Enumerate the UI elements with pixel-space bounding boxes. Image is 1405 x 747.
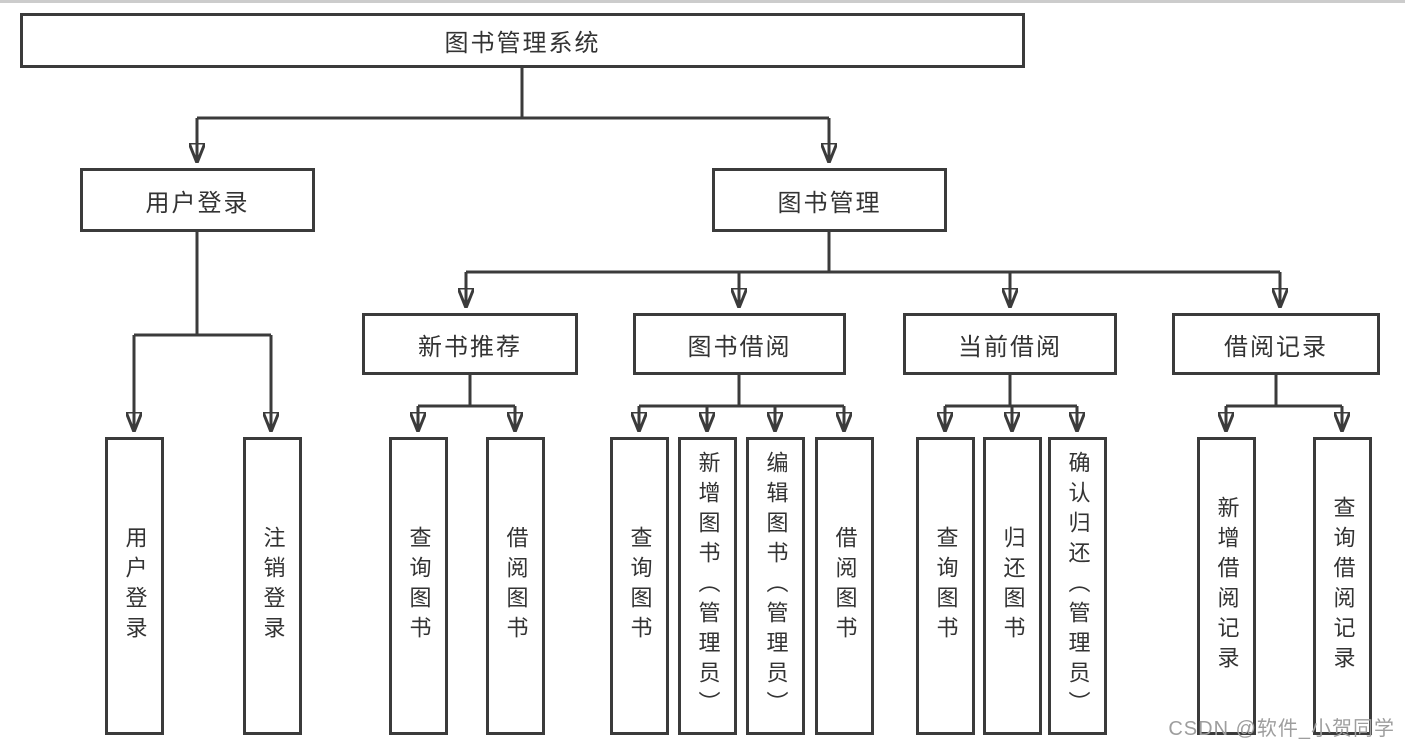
- leaf-confirm-return-admin: 确认归还（管理员）: [1048, 437, 1107, 735]
- node-label: 归还图书: [1000, 526, 1026, 646]
- node-label: 图书管理系统: [444, 30, 601, 57]
- node-label: 新增图书（管理员）: [695, 451, 721, 721]
- node-current-borrow: 当前借阅: [903, 313, 1117, 375]
- node-label: 编辑图书（管理员）: [763, 451, 789, 721]
- node-label: 借阅图书: [832, 526, 858, 646]
- node-borrow-records: 借阅记录: [1172, 313, 1380, 375]
- node-book-borrow: 图书借阅: [633, 313, 846, 375]
- leaf-borrow-books: 借阅图书: [815, 437, 874, 735]
- node-label: 查询图书: [933, 526, 959, 646]
- node-label: 注销登录: [260, 526, 286, 646]
- leaf-add-borrow-record: 新增借阅记录: [1197, 437, 1256, 735]
- node-label: 查询借阅记录: [1330, 496, 1356, 676]
- node-user-login-branch: 用户登录: [80, 168, 315, 232]
- node-label: 新书推荐: [418, 333, 522, 361]
- node-label: 查询图书: [406, 526, 432, 646]
- node-label: 借阅图书: [503, 526, 529, 646]
- leaf-add-books-admin: 新增图书（管理员）: [678, 437, 737, 735]
- node-label: 用户登录: [122, 526, 148, 646]
- node-label: 新增借阅记录: [1214, 496, 1240, 676]
- node-label: 图书借阅: [687, 333, 792, 361]
- node-label: 图书管理: [777, 189, 882, 217]
- leaf-logout: 注销登录: [243, 437, 302, 735]
- watermark: CSDN @软件_小贺同学: [1168, 718, 1395, 740]
- node-label: 借阅记录: [1224, 333, 1328, 361]
- leaf-edit-books-admin: 编辑图书（管理员）: [746, 437, 805, 735]
- leaf-query-books-borrow: 查询图书: [610, 437, 669, 735]
- leaf-return-books: 归还图书: [983, 437, 1042, 735]
- node-label: 查询图书: [627, 526, 653, 646]
- node-label: 当前借阅: [958, 333, 1062, 361]
- top-edge-line: [0, 0, 1405, 3]
- node-label: 确认归还（管理员）: [1065, 451, 1091, 721]
- leaf-user-login: 用户登录: [105, 437, 164, 735]
- leaf-query-books-current: 查询图书: [916, 437, 975, 735]
- leaf-query-borrow-record: 查询借阅记录: [1313, 437, 1372, 735]
- leaf-borrow-books-recommend: 借阅图书: [486, 437, 545, 735]
- node-label: 用户登录: [145, 189, 250, 217]
- node-library-management-system: 图书管理系统: [20, 13, 1025, 68]
- node-book-management-branch: 图书管理: [712, 168, 947, 232]
- leaf-query-books-recommend: 查询图书: [389, 437, 448, 735]
- node-new-book-recommend: 新书推荐: [362, 313, 578, 375]
